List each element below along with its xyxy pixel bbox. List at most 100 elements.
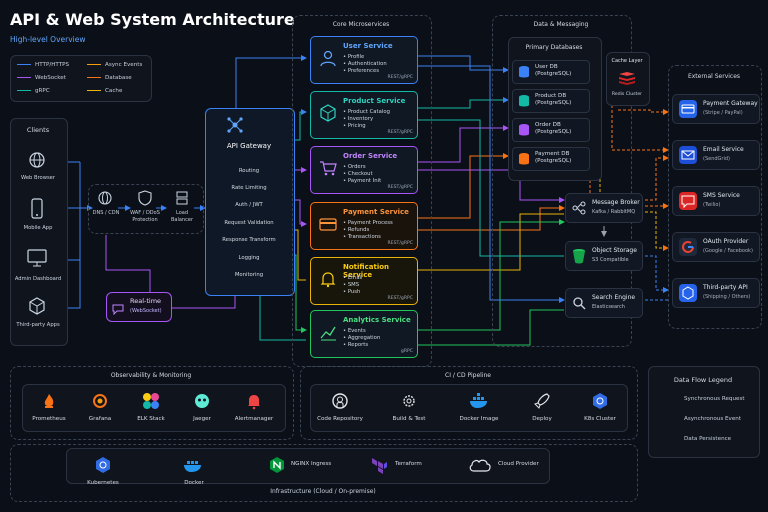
payment-db[interactable]: Payment DB(PostgreSQL) [512, 147, 590, 171]
external-title: External Services [687, 73, 741, 80]
step-k8s-cluster[interactable]: K8s Cluster [584, 416, 616, 422]
client-mobile-app[interactable]: Mobile App [23, 225, 53, 231]
mobile-icon[interactable] [29, 198, 45, 224]
broker-icon [572, 201, 586, 215]
data-messaging-group [492, 15, 632, 347]
service-tag: REST/gRPC [387, 296, 413, 301]
kubernetes-icon[interactable] [591, 392, 609, 414]
sms-service[interactable]: SMS Service (Twilio) [672, 186, 760, 216]
rocket-icon[interactable] [533, 392, 551, 414]
infrastructure-group [10, 444, 638, 502]
cloud-icon[interactable] [468, 457, 492, 477]
api-gateway[interactable] [205, 108, 295, 296]
notification-service[interactable]: Notification Service • Email• SMS• Push … [310, 257, 418, 305]
tool-jaeger[interactable]: Jaeger [193, 416, 211, 422]
email-service[interactable]: Email Service (SendGrid) [672, 140, 760, 170]
cache-title: Cache Layer [611, 58, 643, 64]
realtime-box[interactable] [106, 292, 172, 322]
object-storage[interactable]: Object Storage S3 Compatible [565, 241, 643, 271]
terraform-icon[interactable] [370, 456, 388, 478]
broker-name: Message Broker [592, 199, 640, 206]
client-web-browser[interactable]: Web Browser [21, 175, 55, 181]
flow-persistence: Data Persistence [684, 436, 732, 442]
payment-gateway[interactable]: Payment Gateway (Stripe / PayPal) [672, 94, 760, 124]
browser-icon[interactable] [27, 150, 47, 174]
infra-terraform[interactable]: Terraform [395, 461, 422, 467]
step-code-repository[interactable]: Code Repository [317, 416, 363, 422]
product-db[interactable]: Product DB(PostgreSQL) [512, 89, 590, 113]
github-icon[interactable] [331, 392, 349, 414]
analytics-service[interactable]: Analytics Service • Events• Aggregation•… [310, 310, 418, 358]
gear-icon[interactable] [400, 392, 418, 414]
tool-alertmanager[interactable]: Alertmanager [234, 416, 274, 422]
external-name: Email Service [703, 146, 744, 153]
step-build-test[interactable]: Build & Test [392, 416, 426, 422]
service-name: Notification Service [343, 263, 390, 279]
nginx-icon[interactable] [268, 456, 286, 478]
external-name: OAuth Provider [703, 238, 749, 245]
gateway-monitoring: Monitoring [234, 272, 264, 278]
client-third-party-apps[interactable]: Third-party Apps [16, 322, 60, 328]
external-sub: (Stripe / PayPal) [703, 110, 743, 116]
docker-icon[interactable] [469, 392, 491, 414]
client-admin-dashboard[interactable]: Admin Dashboard [14, 276, 62, 282]
load-balancer-label[interactable]: Load Balancer [171, 210, 193, 223]
external-sub: (Shipping / Others) [703, 294, 751, 300]
order-db[interactable]: Order DB(PostgreSQL) [512, 118, 590, 142]
infra-cloud-provider[interactable]: Cloud Provider [498, 461, 539, 467]
service-tag: REST/gRPC [387, 130, 413, 135]
grafana-icon[interactable] [91, 392, 109, 414]
observability-group [10, 366, 294, 440]
external-name: Payment Gateway [703, 100, 758, 107]
oauth-provider[interactable]: OAuth Provider (Google / Facebook) [672, 232, 760, 262]
service-name: User Service [343, 42, 393, 50]
product-service[interactable]: Product Service • Product Catalog• Inven… [310, 91, 418, 139]
data-messaging-title: Data & Messaging [533, 21, 589, 28]
dashboard-icon[interactable] [26, 248, 48, 272]
search-engine[interactable]: Search Engine Elasticsearch [565, 288, 643, 318]
third-party-api[interactable]: Third-party API (Shipping / Others) [672, 278, 760, 308]
infra-kubernetes[interactable]: Kubernetes [87, 480, 119, 486]
tool-prometheus[interactable]: Prometheus [32, 416, 66, 422]
infra-nginx[interactable]: NGINX Ingress [291, 461, 332, 467]
flow-async: Asynchronous Event [684, 416, 742, 422]
user-service[interactable]: User Service • Profile• Authentication• … [310, 36, 418, 84]
message-broker[interactable]: Message Broker Kafka / RabbitMQ [565, 193, 643, 223]
cdn-label[interactable]: DNS / CDN [92, 210, 120, 216]
legend-cache: Cache [87, 88, 122, 94]
user-db[interactable]: User DB(PostgreSQL) [512, 60, 590, 84]
search-name: Search Engine [592, 294, 636, 301]
bucket-icon [573, 249, 585, 264]
infrastructure-title: Infrastructure (Cloud / On-premise) [270, 488, 376, 495]
load-balancer-icon [175, 190, 189, 210]
broker-sub: Kafka / RabbitMQ [592, 209, 636, 215]
prometheus-icon[interactable] [40, 392, 58, 414]
kubernetes-icon[interactable] [94, 456, 112, 478]
service-tag: gRPC [400, 349, 413, 354]
chart-icon [319, 323, 337, 341]
tool-elk[interactable]: ELK Stack [137, 416, 165, 422]
payment-service[interactable]: Payment Service • Payment Process• Refun… [310, 202, 418, 250]
jaeger-icon[interactable] [193, 392, 211, 414]
database-icon [519, 95, 529, 107]
order-service[interactable]: Order Service • Orders• Checkout• Paymen… [310, 146, 418, 194]
docker-icon[interactable] [183, 456, 205, 478]
storage-sub: S3 Compatible [592, 257, 629, 263]
waf-label[interactable]: WAF / DDoS Protection [130, 210, 160, 223]
cicd-panel [310, 384, 628, 432]
step-deploy[interactable]: Deploy [532, 416, 552, 422]
tool-grafana[interactable]: Grafana [88, 416, 112, 422]
flow-legend-panel [648, 366, 760, 458]
external-name: SMS Service [703, 192, 740, 199]
elk-icon[interactable] [142, 392, 160, 414]
external-sub: (SendGrid) [703, 156, 730, 162]
step-docker-image[interactable]: Docker Image [459, 416, 499, 422]
cube-icon [319, 104, 337, 122]
microservices-title: Core Microservices [332, 21, 390, 28]
alert-bell-icon[interactable] [245, 392, 263, 414]
legend-http: HTTP/HTTPS [17, 62, 69, 68]
third-party-icon[interactable] [27, 296, 47, 320]
infra-docker[interactable]: Docker [184, 480, 204, 486]
gateway-title: API Gateway [226, 142, 272, 150]
google-icon [679, 238, 697, 256]
